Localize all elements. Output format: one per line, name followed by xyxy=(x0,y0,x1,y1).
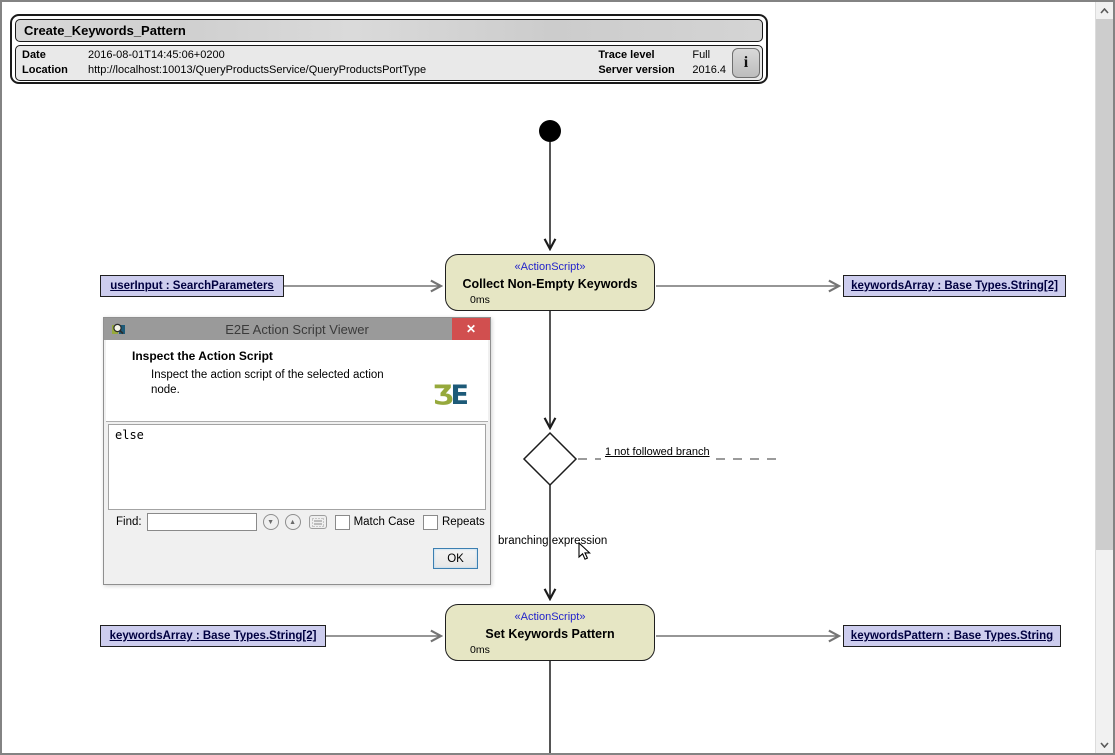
info-icon: i xyxy=(743,54,749,71)
object-node-label: userInput : SearchParameters xyxy=(110,280,274,292)
chevron-up-circle-icon: ▲ xyxy=(289,518,297,526)
find-label: Find: xyxy=(116,516,142,528)
object-node-keywordspattern[interactable]: keywordsPattern : Base Types.String xyxy=(843,625,1061,647)
decision-node[interactable] xyxy=(522,431,578,487)
object-node-userinput[interactable]: userInput : SearchParameters xyxy=(100,275,284,297)
e2e-logo-icon: ƷE xyxy=(432,380,469,411)
repeats-label: Repeats xyxy=(441,516,485,528)
dialog-heading: Inspect the Action Script xyxy=(132,349,273,363)
date-label: Date xyxy=(22,49,46,61)
action-name: Collect Non-Empty Keywords xyxy=(462,277,638,291)
script-content-area[interactable]: else xyxy=(108,424,486,510)
highlight-all-button[interactable] xyxy=(308,515,327,529)
action-script-viewer-dialog: E2E Action Script Viewer ✕ Inspect the A… xyxy=(103,317,491,585)
initial-node[interactable] xyxy=(539,120,561,142)
trace-title: Create_Keywords_Pattern xyxy=(24,23,186,38)
dialog-description: Inspect the action script of the selecte… xyxy=(151,369,384,396)
dialog-title-bar[interactable]: E2E Action Script Viewer ✕ xyxy=(104,318,490,340)
trace-info-right: Trace level Full Server version 2016.4 xyxy=(598,49,726,77)
action-stereotype: «ActionScript» xyxy=(514,261,586,273)
scrollbar-thumb[interactable] xyxy=(1096,19,1113,550)
close-icon: ✕ xyxy=(465,322,477,336)
server-version-label: Server version xyxy=(598,64,675,76)
object-node-label: keywordsArray : Base Types.String[2] xyxy=(109,630,317,642)
location-value: http://localhost:10013/QueryProductsServ… xyxy=(88,64,427,76)
object-node-label: keywordsPattern : Base Types.String xyxy=(850,630,1054,642)
dialog-header-section: Inspect the Action Script Inspect the ac… xyxy=(106,340,488,422)
scroll-up-button[interactable] xyxy=(1096,2,1113,19)
label-branching-expression[interactable]: branching expression xyxy=(498,535,608,547)
action-node-collect-keywords[interactable]: «ActionScript» Collect Non-Empty Keyword… xyxy=(445,254,655,311)
highlight-all-icon xyxy=(311,517,324,527)
find-input[interactable] xyxy=(146,513,257,531)
chevron-down-icon xyxy=(1100,741,1109,748)
find-next-button[interactable]: ▼ xyxy=(262,514,279,530)
date-value: 2016-08-01T14:45:06+0200 xyxy=(88,49,225,61)
info-button[interactable]: i xyxy=(732,48,760,78)
chevron-down-circle-icon: ▼ xyxy=(267,518,275,526)
dialog-close-button[interactable]: ✕ xyxy=(452,318,490,340)
action-duration: 0ms xyxy=(470,644,490,656)
trace-level-label: Trace level xyxy=(598,49,655,61)
find-previous-button[interactable]: ▲ xyxy=(284,514,301,530)
ok-button[interactable]: OK xyxy=(433,548,478,569)
trace-title-bar: Create_Keywords_Pattern xyxy=(15,19,763,42)
action-name: Set Keywords Pattern xyxy=(485,627,615,641)
trace-header: Create_Keywords_Pattern Date 2016-08-01T… xyxy=(10,14,768,84)
trace-info-left: Date 2016-08-01T14:45:06+0200 Location h… xyxy=(22,49,426,77)
find-toolbar: Find: ▼ ▲ Match Case Repeats xyxy=(104,511,490,534)
object-node-label: keywordsArray : Base Types.String[2] xyxy=(851,280,1058,292)
label-not-followed-branch: 1 not followed branch xyxy=(605,446,710,458)
action-duration: 0ms xyxy=(470,294,490,306)
server-version-value: 2016.4 xyxy=(692,64,726,76)
match-case-checkbox[interactable] xyxy=(334,514,350,530)
object-node-keywordsarray-in[interactable]: keywordsArray : Base Types.String[2] xyxy=(100,625,326,647)
object-node-keywordsarray-out[interactable]: keywordsArray : Base Types.String[2] xyxy=(843,275,1066,297)
trace-level-value: Full xyxy=(692,49,711,61)
script-text: else xyxy=(115,428,144,442)
scroll-down-button[interactable] xyxy=(1096,736,1113,753)
dialog-button-bar: OK xyxy=(104,533,490,584)
repeats-checkbox[interactable] xyxy=(422,514,438,530)
chevron-up-icon xyxy=(1100,7,1109,14)
dialog-app-icon xyxy=(112,323,125,334)
dialog-title: E2E Action Script Viewer xyxy=(225,321,369,337)
location-label: Location xyxy=(22,64,68,76)
action-node-set-keywords-pattern[interactable]: «ActionScript» Set Keywords Pattern 0ms xyxy=(445,604,655,661)
action-stereotype: «ActionScript» xyxy=(514,611,586,623)
trace-info-panel: Date 2016-08-01T14:45:06+0200 Location h… xyxy=(15,45,763,81)
vertical-scrollbar[interactable] xyxy=(1095,2,1113,753)
match-case-label: Match Case xyxy=(353,516,415,528)
